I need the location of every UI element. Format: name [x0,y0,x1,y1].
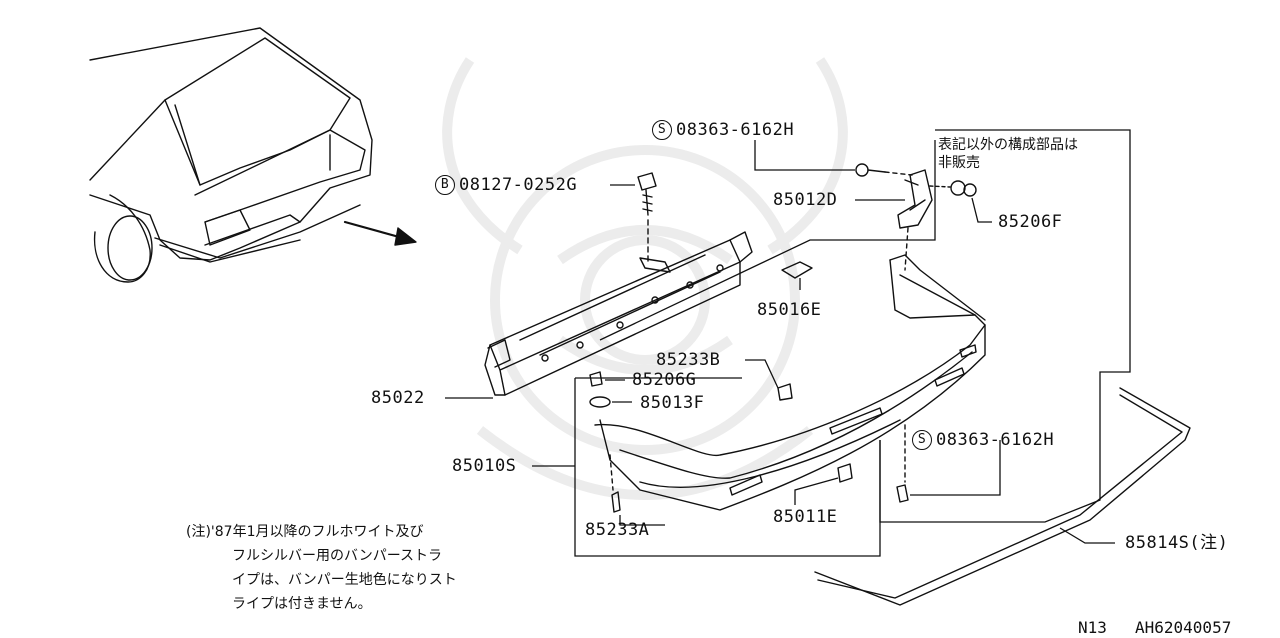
retainer-85233B [777,383,793,401]
label-85010S: 85010S [452,456,517,476]
leader-85233B [745,359,779,389]
car-rear-view-illustration [89,27,373,283]
not-sold-note: 表記以外の構成部品は 非販売 [938,137,1078,171]
side-bracket-85012D [855,163,977,271]
watermark-emblem [442,57,848,500]
label-85233A: 85233A [585,520,650,540]
footnote-line-2: フルシルバー用のバンパーストラ [232,548,442,564]
diagram-code: AH62040057 [1135,618,1232,637]
label-85011E: 85011E [773,507,838,527]
label-85016E: 85016E [757,300,822,320]
label-85206G: 85206G [632,370,697,390]
leader-08363-top [754,140,855,171]
s-circle-icon: S [652,120,672,140]
s-circle-icon: S [912,430,932,450]
footnote: (注)'87年1月以降のフルホワイト及び フルシルバー用のバンパーストラ イプは… [186,520,457,616]
model-code: N13 [1078,618,1107,637]
screw-85233A [611,491,621,513]
footnote-line-3: イプは、バンパー生地色になりスト [232,572,457,588]
clip-85206G [589,371,603,387]
leader-85206F [971,197,992,223]
footnote-line-4: ライプは付きません。 [232,596,372,612]
label-85814S: 85814S(注) [1125,533,1229,553]
label-85013F: 85013F [640,393,705,413]
footnote-line-1: (注)'87年1月以降のフルホワイト及び [186,524,424,540]
leader-85233A [619,515,665,526]
label-85233B: 85233B [656,350,721,370]
screw-08363-bottom [896,484,909,503]
leader-85814S [1059,527,1115,544]
label-85206F: 85206F [998,212,1063,232]
leader-08363-bottom [910,440,1001,496]
rear-bumper-fascia-85010S [594,254,986,511]
not-sold-bracket-frame [599,129,1131,523]
bracket-85011E [837,463,853,483]
b-circle-icon: B [435,175,455,195]
label-85022: 85022 [371,388,425,408]
bumper-stripe-85814S [814,387,1191,606]
label-85012D: 85012D [773,190,838,210]
washer-85013F [589,396,611,408]
bumper-pad-85016E [781,261,813,279]
bolt-08127-0252G [637,172,657,263]
leader-85011E [794,477,839,505]
